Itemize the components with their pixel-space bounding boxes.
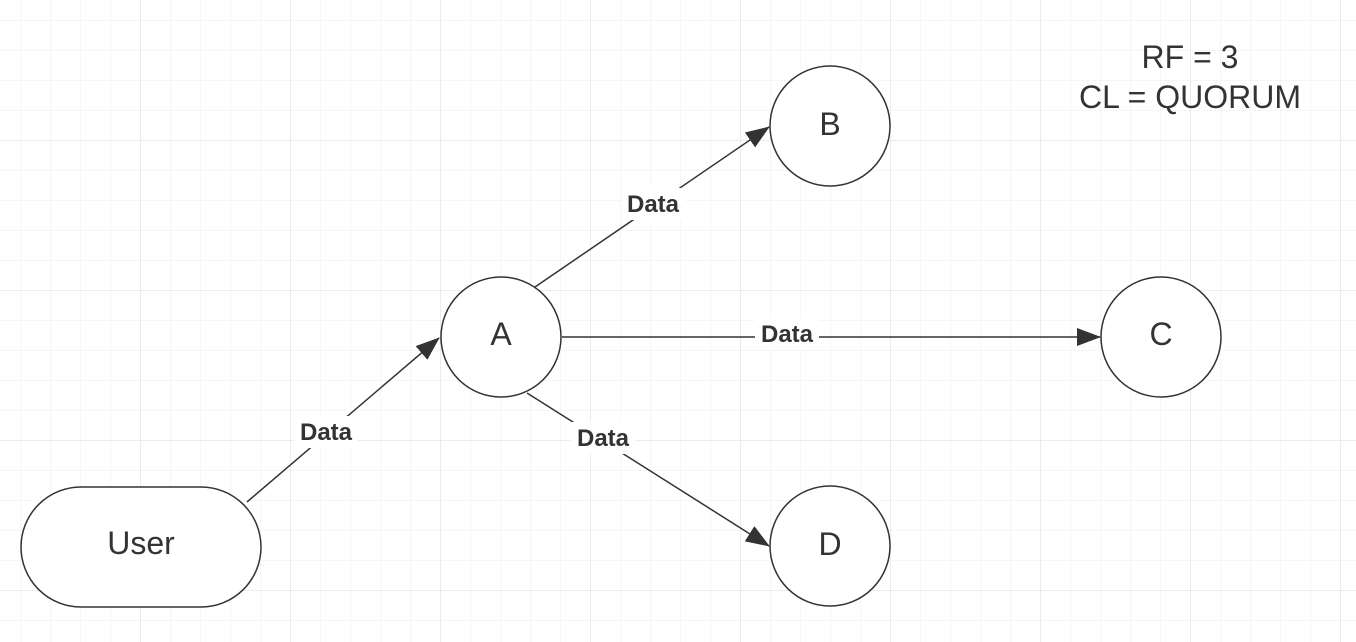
edge-label-a-b: Data (627, 191, 680, 218)
config-note[interactable]: RF = 3 CL = QUORUM (1079, 39, 1301, 115)
edge-label-bg-user-a (294, 416, 358, 448)
edge-label-a-d: Data (577, 425, 630, 452)
node-c[interactable]: C (1100, 276, 1222, 398)
edge-label-bg-a-b (621, 188, 685, 220)
node-d-label: D (818, 526, 841, 562)
edge-label-user-a: Data (300, 419, 353, 446)
node-user-shape[interactable] (20, 486, 262, 608)
node-c-label: C (1149, 316, 1172, 352)
edge-a-to-d[interactable] (526, 392, 770, 547)
node-user-label: User (107, 525, 175, 561)
edge-label-bg-a-c (755, 318, 819, 350)
node-c-shape[interactable] (1100, 276, 1222, 398)
edge-label-a-c: Data (761, 321, 814, 348)
node-b-label: B (819, 106, 840, 142)
edge-labels: Data Data Data Data (294, 188, 819, 454)
note-cl: CL = QUORUM (1079, 79, 1301, 115)
nodes: User A B C D (20, 65, 1222, 608)
node-a-shape[interactable] (440, 276, 562, 398)
node-d-shape[interactable] (769, 485, 891, 607)
node-b-shape[interactable] (769, 65, 891, 187)
node-d[interactable]: D (769, 485, 891, 607)
edge-label-bg-a-d (571, 422, 635, 454)
node-user[interactable]: User (20, 486, 262, 608)
note-rf: RF = 3 (1142, 39, 1239, 75)
node-a-label: A (490, 316, 512, 352)
node-a[interactable]: A (440, 276, 562, 398)
node-b[interactable]: B (769, 65, 891, 187)
